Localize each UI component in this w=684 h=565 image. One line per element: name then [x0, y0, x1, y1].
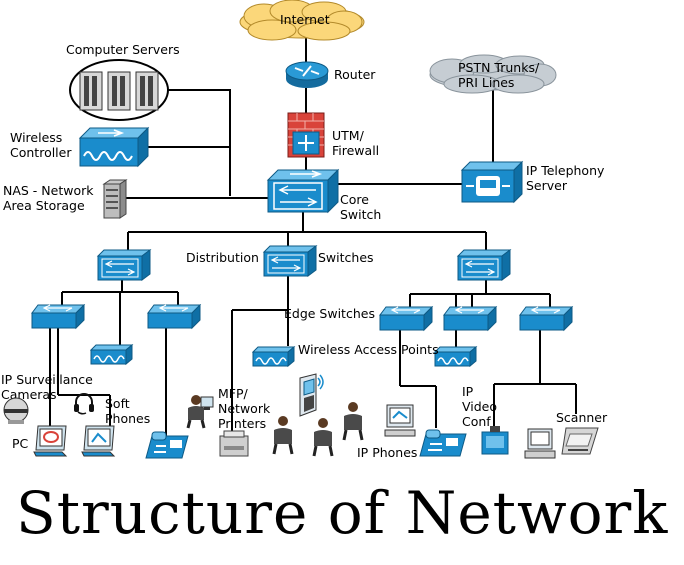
utm-firewall-label: UTM/ Firewall — [332, 128, 380, 158]
user-icon — [186, 395, 206, 429]
user-icon — [312, 418, 334, 457]
computer-servers-label: Computer Servers — [66, 42, 180, 57]
core-switch-icon — [266, 168, 340, 214]
computer-servers-icon — [69, 59, 169, 121]
wireless-access-points-label: Wireless Access Points — [298, 342, 439, 357]
desktop-computer-icon — [384, 404, 416, 437]
pstn-label: PSTN Trunks/ PRI Lines — [458, 60, 540, 90]
core-switch-label: Core Switch — [340, 192, 382, 222]
edge-switch-icon — [443, 306, 498, 332]
wireless-controller-label: Wireless Controller — [10, 130, 72, 160]
ip-video-conf-label: IP Video Conf — [462, 384, 498, 429]
nas-label: NAS - Network Area Storage — [3, 183, 94, 213]
internet-cloud-icon — [239, 0, 365, 41]
internet-label: Internet — [280, 12, 330, 27]
pc-label: PC — [12, 436, 29, 451]
distribution-switch-icon — [96, 249, 152, 281]
scanner-label: Scanner — [556, 410, 608, 425]
switches-label: Switches — [318, 250, 374, 265]
edge-switch-icon — [31, 304, 86, 330]
soft-phones-label: Soft Phones — [105, 396, 151, 426]
distribution-switch-icon — [262, 245, 318, 277]
router-label: Router — [334, 67, 376, 82]
ip-camera-icon — [3, 397, 29, 424]
wireless-laptop-icon — [299, 373, 324, 417]
printer-icon — [219, 430, 249, 457]
distribution-switch-icon — [456, 249, 512, 281]
edge-switch-icon — [379, 306, 434, 332]
user-icon — [272, 416, 294, 455]
diagram-title: Structure of Network — [16, 479, 669, 547]
wireless-controller-icon — [78, 126, 150, 168]
ip-phones-label: IP Phones — [357, 445, 418, 460]
mfp-label: MFP/ Network Printers — [218, 386, 271, 431]
edge-switch-icon — [147, 304, 202, 330]
video-conference-icon — [481, 426, 509, 455]
wireless-access-point-icon — [252, 346, 296, 368]
pc-icon — [33, 425, 68, 457]
wireless-access-point-icon — [434, 346, 478, 368]
user-icon — [342, 402, 364, 441]
nas-storage-icon — [102, 179, 128, 219]
pstn-cloud-icon — [429, 54, 557, 94]
headset-icon — [74, 393, 94, 415]
ip-telephony-server-icon — [460, 160, 524, 204]
ip-telephony-server-label: IP Telephony Server — [526, 163, 605, 193]
scanner-icon — [561, 427, 599, 455]
router-icon — [285, 61, 329, 88]
edge-switch-icon — [519, 306, 574, 332]
ip-phone-icon — [145, 431, 189, 459]
edge-switches-label: Edge Switches — [284, 306, 375, 321]
firewall-icon — [287, 112, 325, 158]
monitor-icon — [200, 396, 214, 410]
distribution-label: Distribution — [186, 250, 259, 265]
desktop-computer-icon — [524, 428, 556, 459]
pc-soft-phone-icon — [81, 425, 116, 457]
ip-phone-icon — [419, 429, 467, 457]
wireless-access-point-icon — [90, 344, 134, 366]
